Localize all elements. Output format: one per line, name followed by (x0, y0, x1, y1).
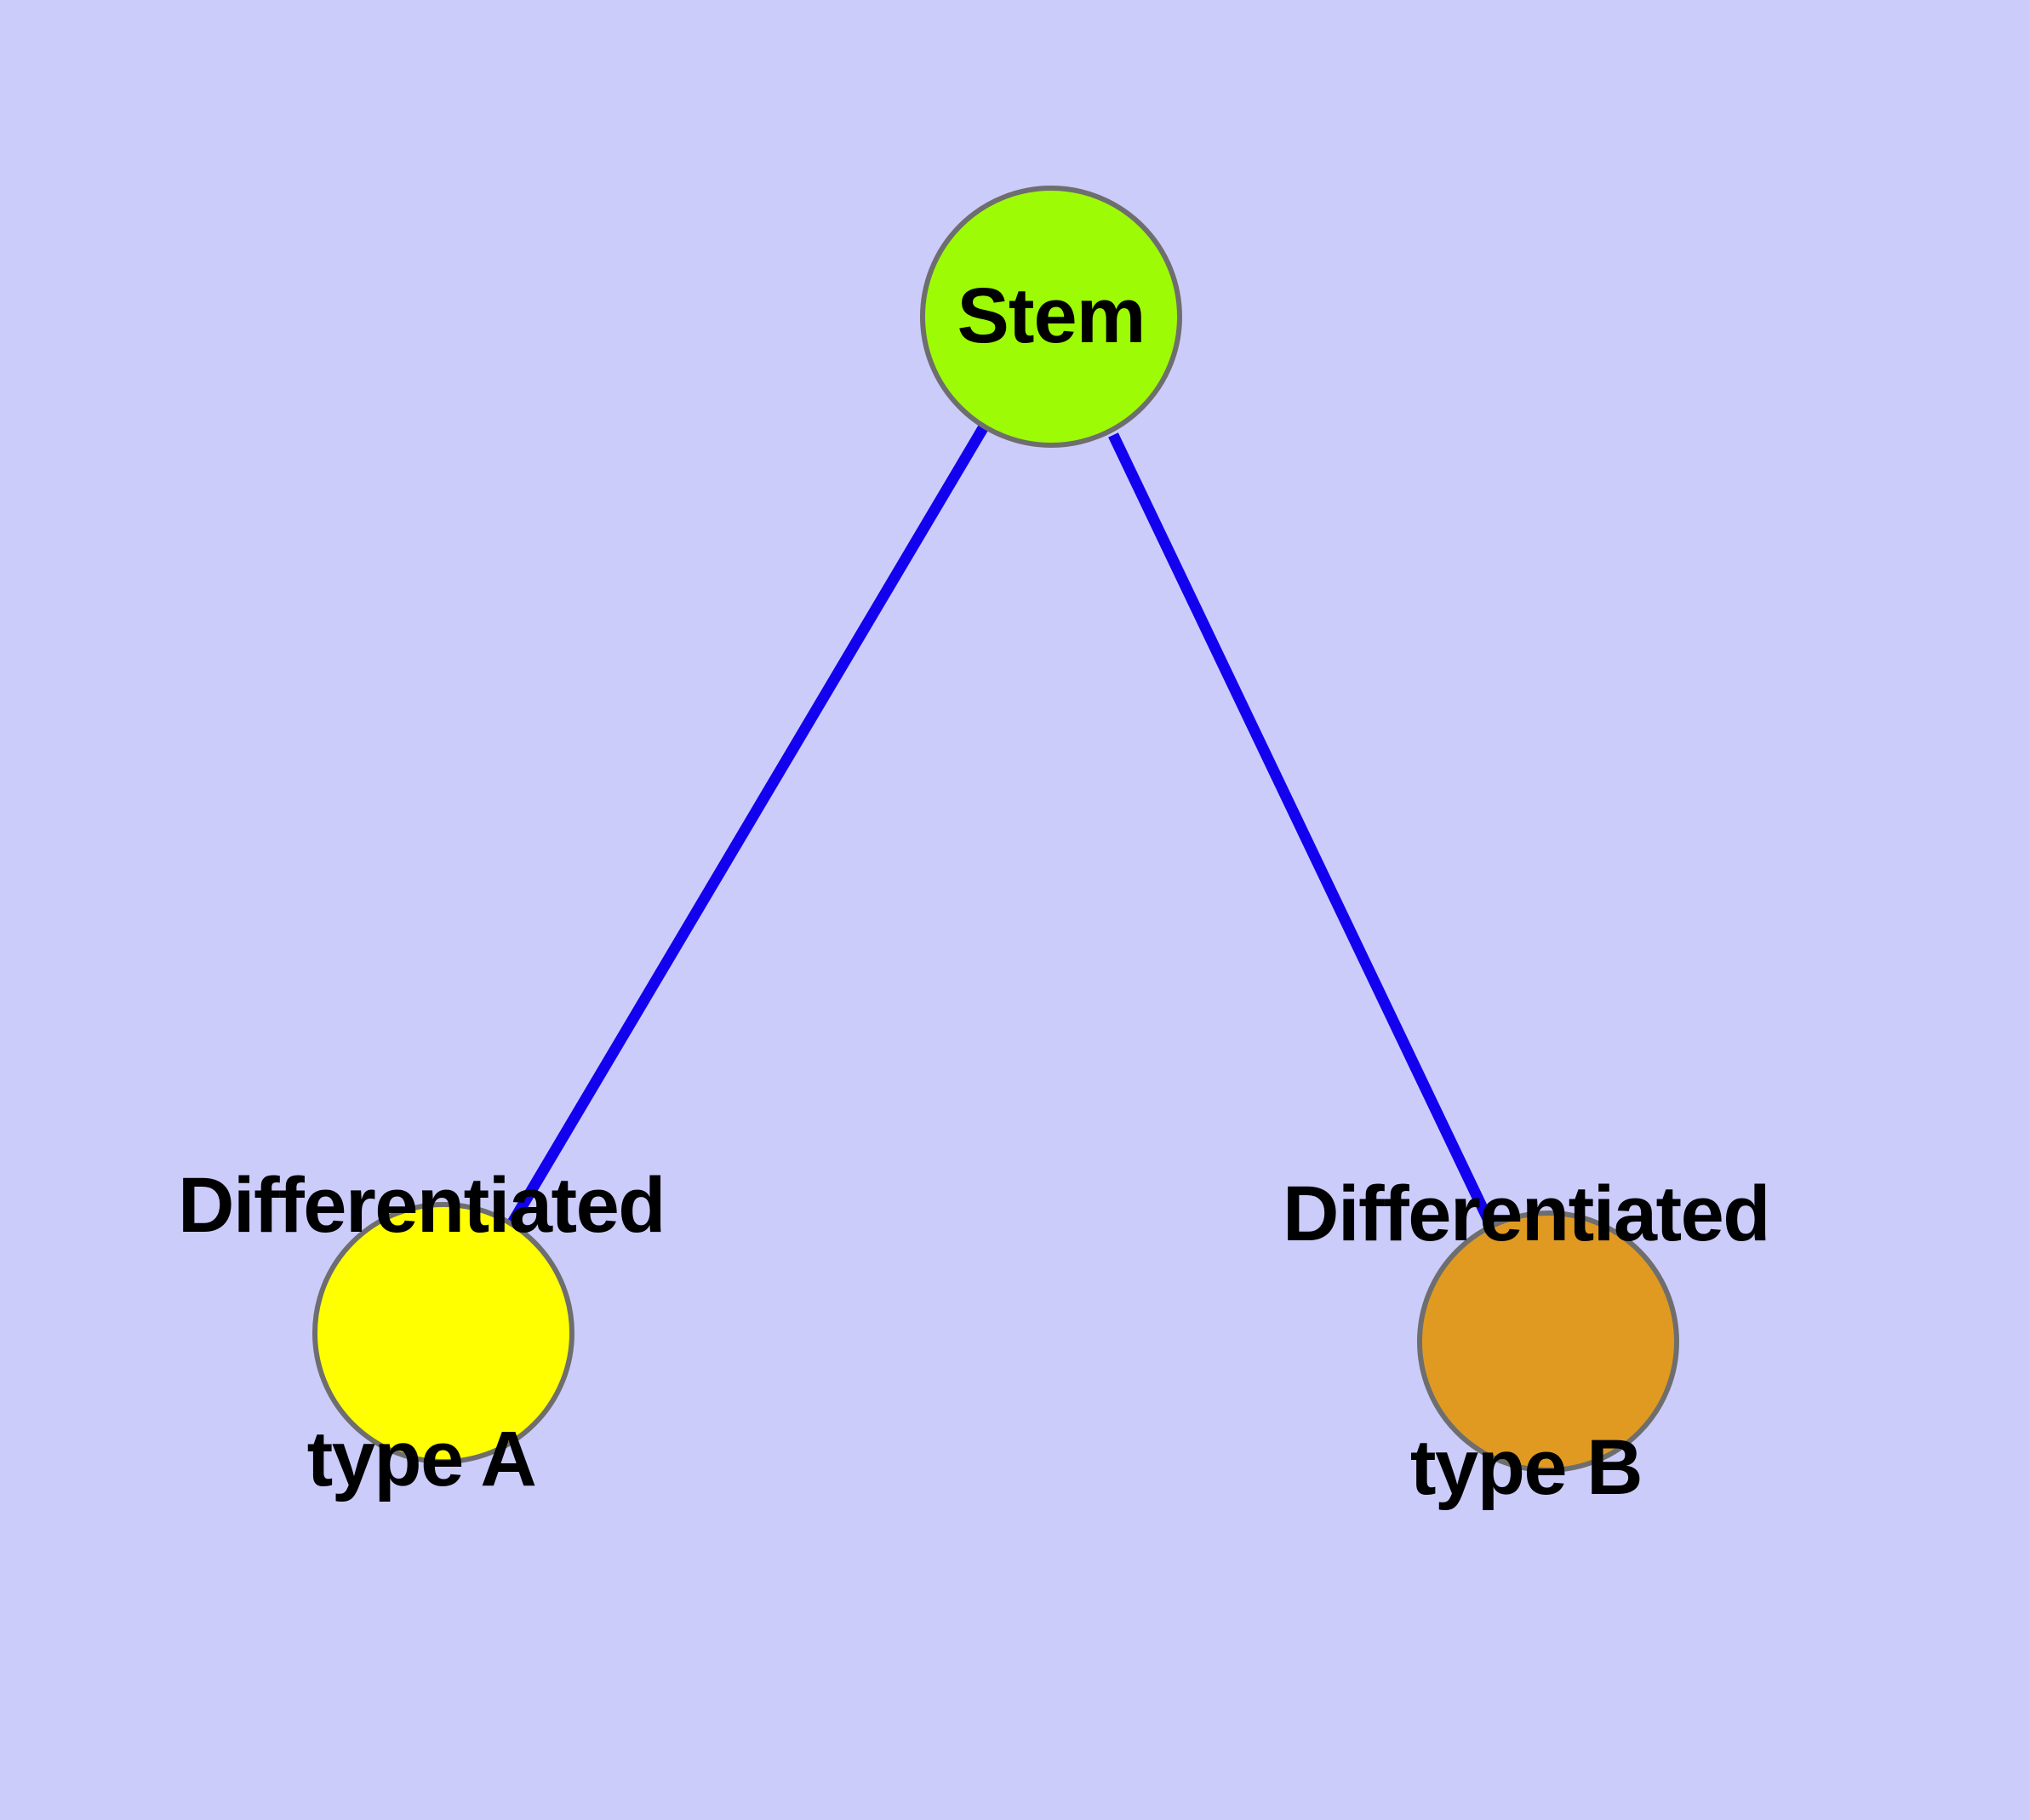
node-stem[interactable] (920, 186, 1182, 448)
edge-stem-to-differentiated-type-a[interactable] (506, 425, 988, 1228)
nodes-layer (312, 186, 1679, 1473)
edge-stem-to-differentiated-type-b[interactable] (1108, 432, 1495, 1227)
node-differentiated-type-b[interactable] (1417, 1210, 1679, 1473)
node-differentiated-type-a[interactable] (312, 1202, 574, 1464)
edges-layer (506, 425, 1495, 1228)
